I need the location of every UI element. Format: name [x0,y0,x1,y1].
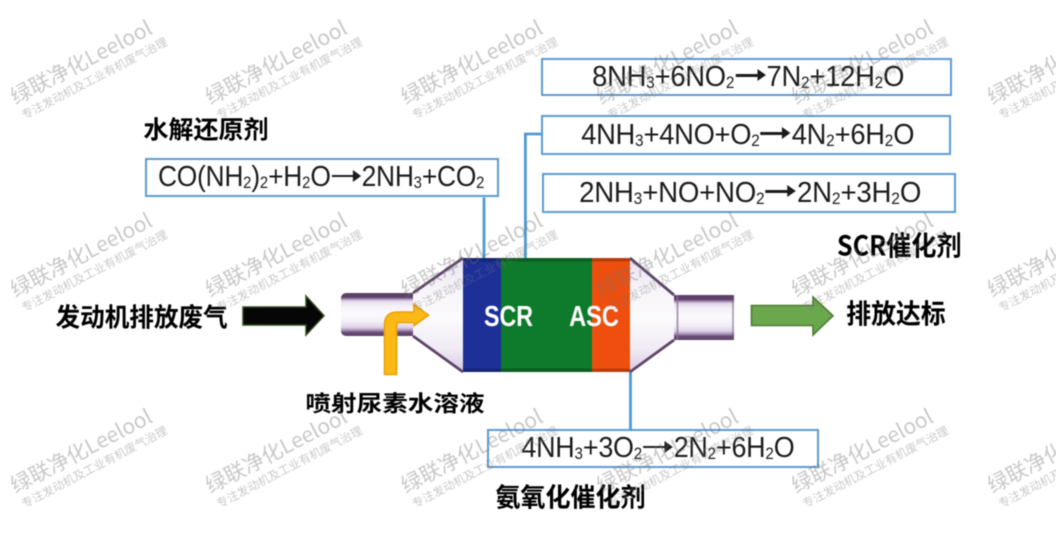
svg-text:SCR: SCR [484,300,533,333]
svg-text:ASC: ASC [569,300,619,333]
